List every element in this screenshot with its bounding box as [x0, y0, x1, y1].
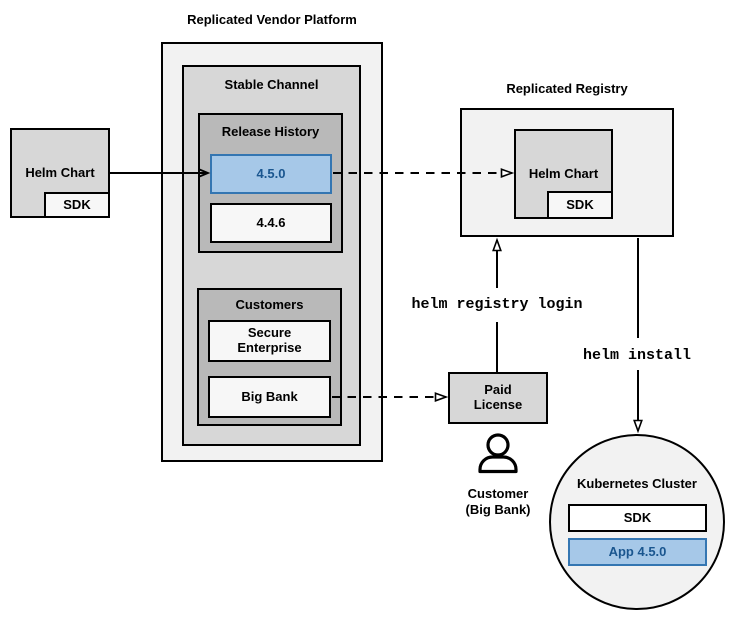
customer-label: Customer (Big Bank) [465, 486, 531, 517]
kubernetes-app-node: App 4.5.0 [568, 538, 707, 566]
kubernetes-sdk-node: SDK [568, 504, 707, 532]
release-node-450: 4.5.0 [210, 154, 332, 194]
stable-channel-label: Stable Channel [224, 77, 319, 92]
vendor-platform-title: Replicated Vendor Platform [187, 12, 357, 27]
registry-title: Replicated Registry [506, 81, 628, 96]
registry-sdk-badge: SDK [547, 191, 613, 219]
kubernetes-cluster-title: Kubernetes Cluster [577, 476, 697, 491]
paid-license-label: Paid License [473, 382, 523, 412]
cmd-helm-registry-login: helm registry login [411, 296, 583, 313]
customer-node-label: Secure Enterprise [237, 325, 302, 355]
helm-chart-source-sdk-badge: SDK [44, 192, 110, 218]
customer-node-big-bank: Big Bank [208, 376, 331, 418]
customers-label: Customers [235, 297, 304, 312]
release-history-label: Release History [221, 124, 320, 139]
cmd-helm-install: helm install [582, 347, 692, 364]
customer-person-icon [478, 433, 518, 474]
customer-node-secure-enterprise: Secure Enterprise [208, 320, 331, 362]
release-node-446: 4.4.6 [210, 203, 332, 243]
paid-license-box: Paid License [448, 372, 548, 424]
